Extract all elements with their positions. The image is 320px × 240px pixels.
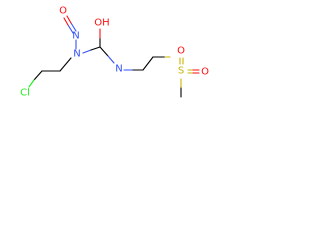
atom-sulfonyl-o-top: O	[177, 46, 185, 57]
atom-amine-n: N	[115, 64, 122, 75]
bonds	[28, 15, 200, 98]
bond-n-c	[82, 49, 92, 54]
bond-n-ch2	[59, 57, 72, 72]
atom-carbonyl-oh: OH	[94, 18, 109, 29]
atom-amide-n: N	[73, 49, 80, 60]
bond-ch2-cl	[33, 70, 43, 81]
atom-nitroso-n: N	[72, 31, 79, 42]
bond-ch2-cl-b	[28, 79, 35, 88]
bond-c-n-b	[107, 55, 115, 64]
atom-sulfonyl-o-right: O	[201, 67, 209, 78]
structure-diagram: O N N OH N Cl S O O	[20, 6, 209, 99]
bond-n-o-double-b	[67, 24, 74, 34]
atom-labels: O N N OH N Cl S O O	[20, 6, 209, 99]
bond-n-o-double-a2	[66, 15, 72, 24]
bond-ch2-ch2-r	[142, 56, 154, 71]
bond-n-c-b	[90, 46, 101, 51]
bond-c-n	[99, 46, 109, 57]
atom-chlorine: Cl	[20, 88, 30, 99]
bond-n-o-double-b2	[63, 17, 69, 26]
bond-n-o-double-a	[70, 22, 77, 32]
atom-nitroso-o: O	[59, 6, 67, 17]
atom-sulfur: S	[178, 66, 184, 77]
